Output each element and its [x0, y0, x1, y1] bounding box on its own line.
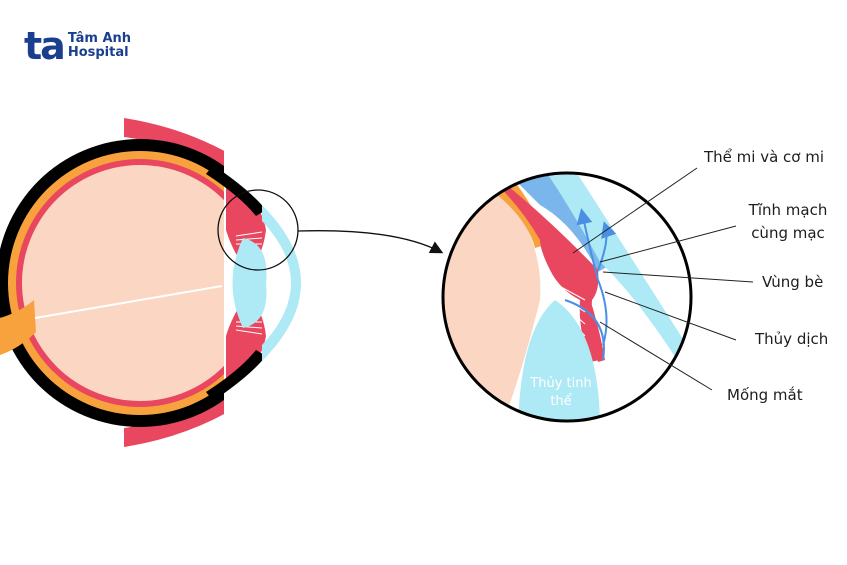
label-lens-2: thể	[550, 393, 572, 409]
label-trabecular: Vùng bè	[762, 273, 824, 291]
label-scleral-vein-1: Tĩnh mạch	[748, 201, 828, 219]
magnify-region	[217, 189, 299, 271]
lens-zoom	[518, 300, 600, 421]
zoom-circle-outline	[441, 171, 693, 423]
lens-left	[232, 238, 267, 328]
aqueous-flow-arrow	[564, 299, 605, 361]
label-ciliary: Thể mi và cơ mi	[704, 148, 825, 166]
cornea	[262, 205, 301, 361]
eyeball-group	[0, 118, 304, 447]
sclera-band	[505, 173, 610, 272]
leader-lines	[572, 167, 754, 391]
label-iris: Mống mắt	[727, 386, 803, 404]
zoom-detail-group	[443, 173, 691, 421]
visual-axis-line	[34, 285, 223, 319]
optic-nerve	[0, 300, 36, 355]
label-lens: Thủy tinh thể	[525, 375, 597, 410]
label-aqueous: Thủy dịch	[755, 330, 829, 348]
logo-text: Tâm Anh Hospital	[68, 32, 131, 59]
logo-mark: ta	[24, 24, 66, 68]
label-scleral-vein-2: cùng mạc	[751, 224, 825, 242]
vitreous-body	[22, 165, 258, 401]
zoom-arrow	[297, 230, 444, 254]
logo-line-1: Tâm Anh	[67, 31, 132, 47]
label-lens-1: Thủy tinh	[530, 376, 592, 391]
logo-line-2: Hospital	[67, 45, 129, 60]
iris-zoom	[578, 285, 605, 362]
ciliary-body-zoom	[490, 173, 600, 362]
hospital-logo: ta Tâm Anh Hospital	[24, 27, 131, 65]
